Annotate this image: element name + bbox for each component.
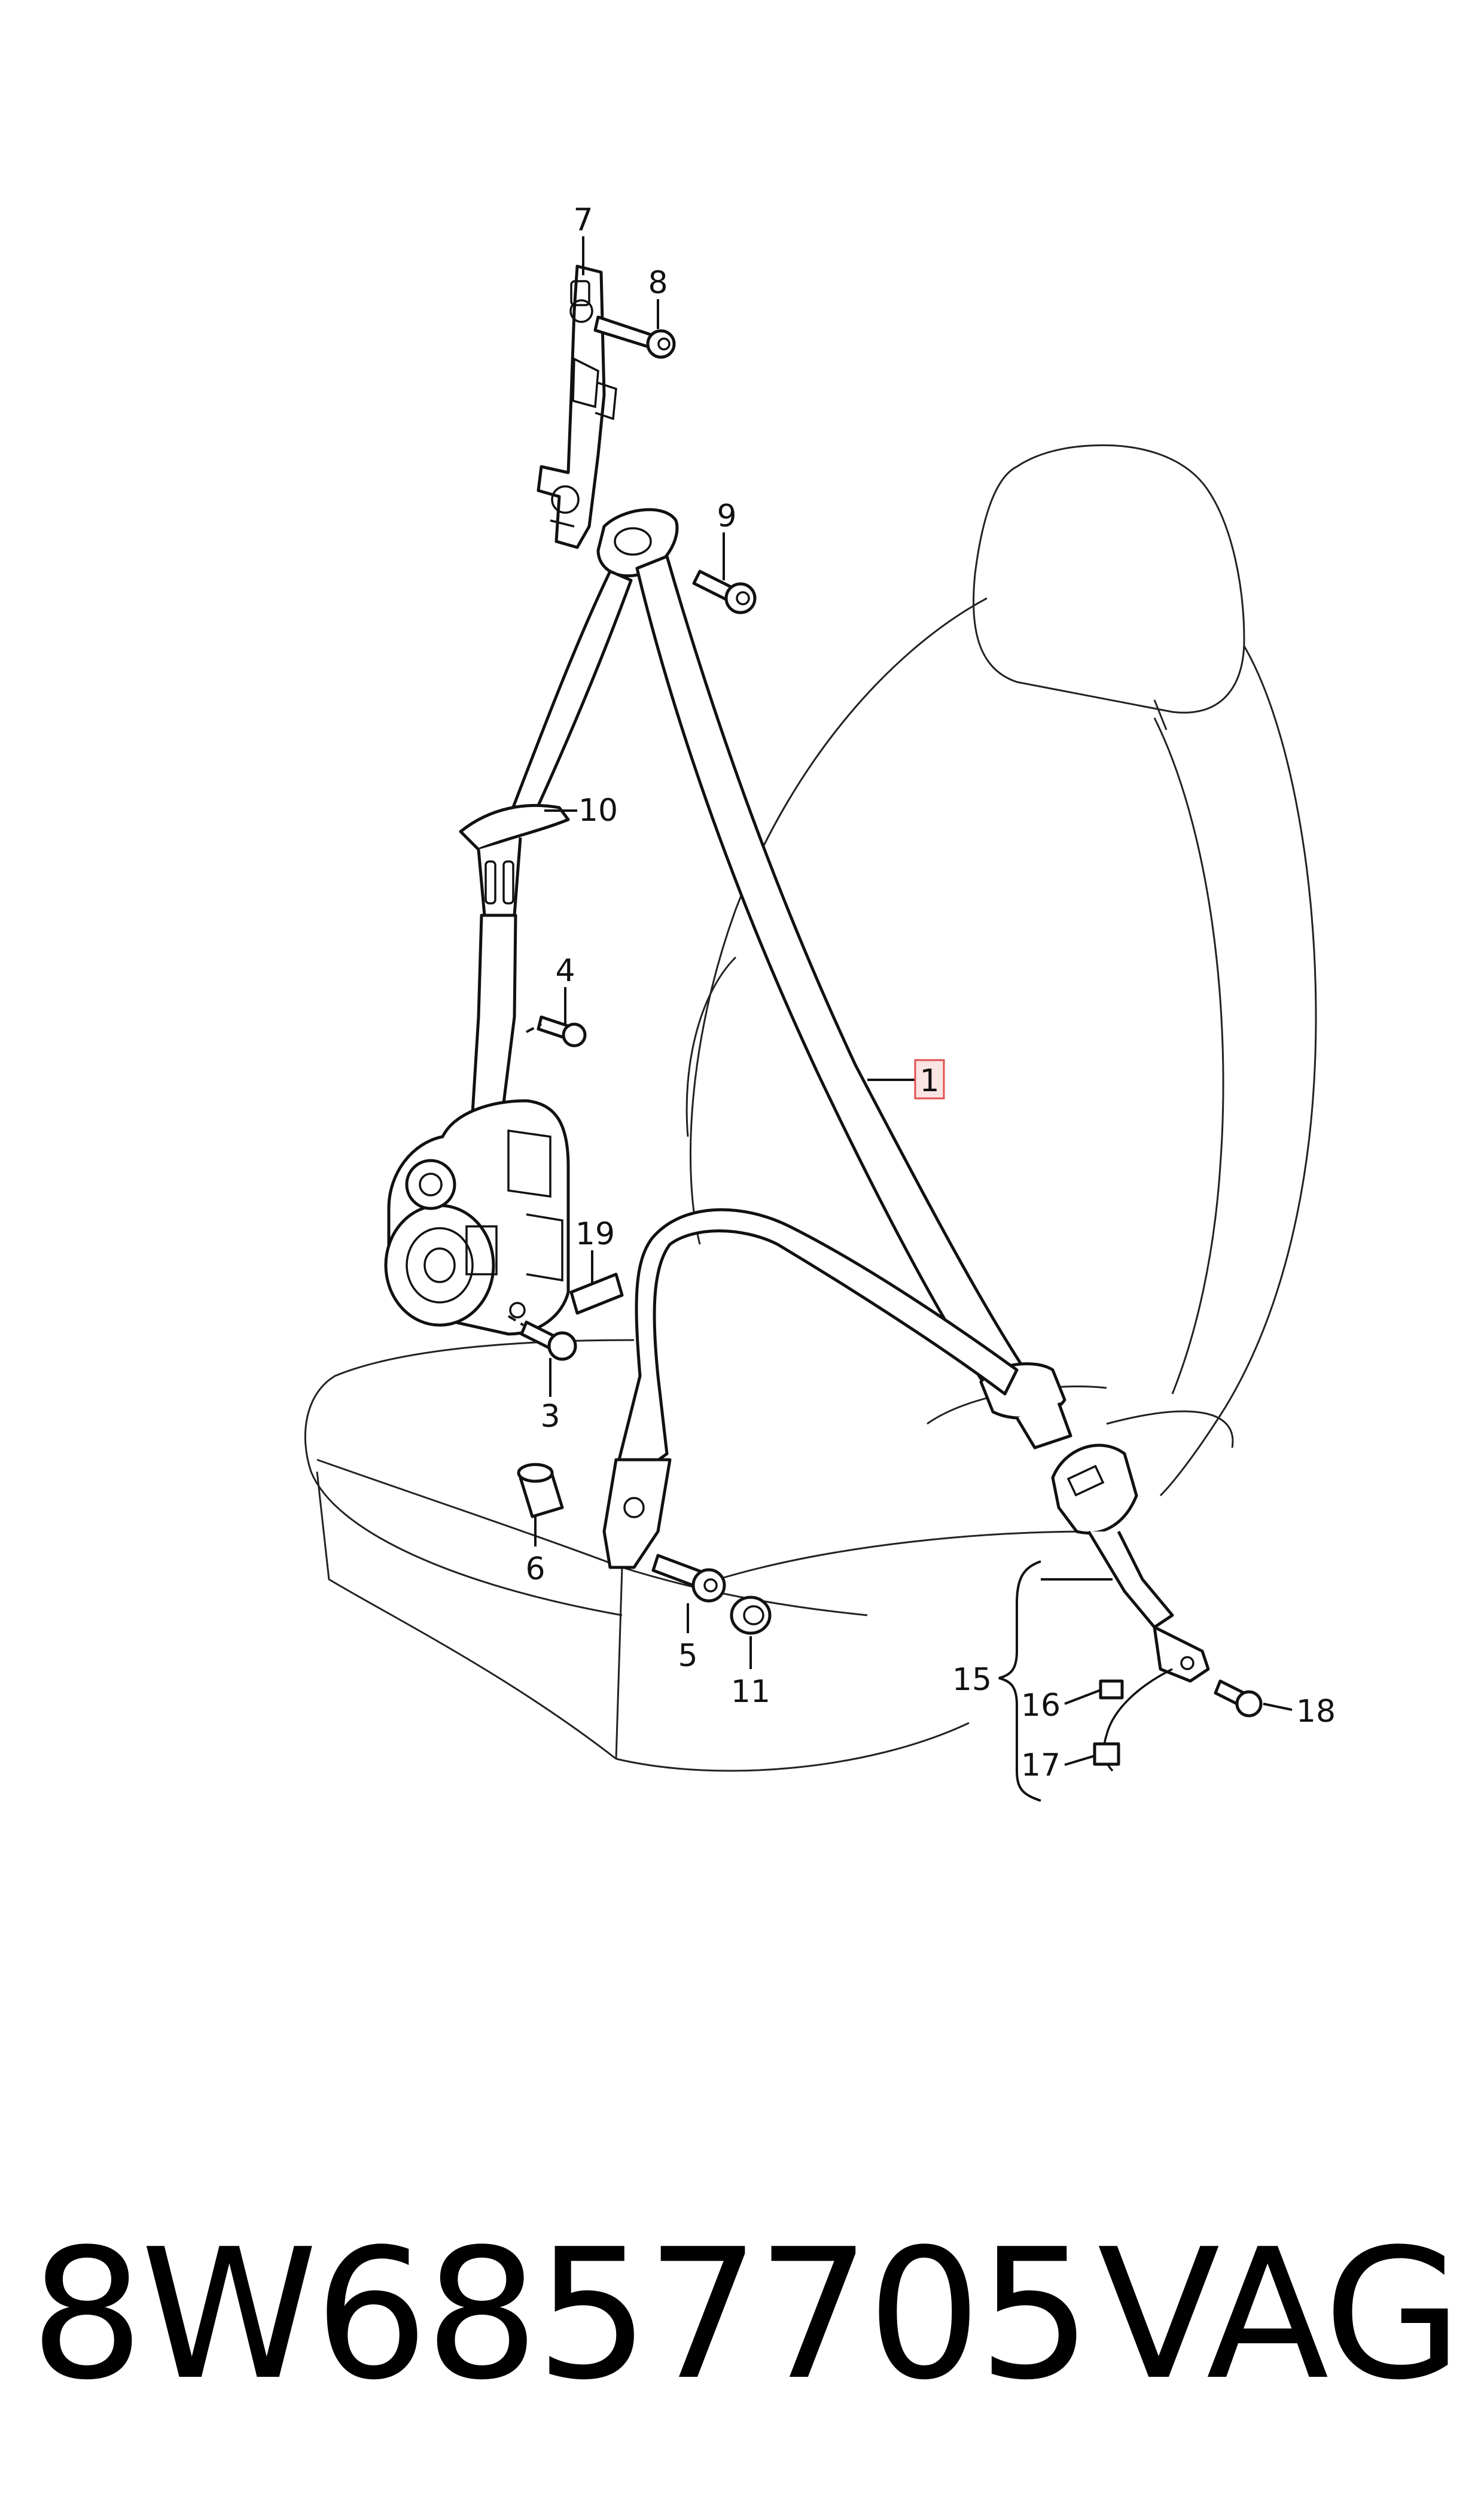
callout-17: 17 <box>1021 1747 1061 1783</box>
bolt-item-8 <box>593 315 676 359</box>
callout-18: 18 <box>1296 1694 1336 1730</box>
seat-outline <box>304 444 1317 1772</box>
part-number: 8W6857705 <box>30 2211 1092 2419</box>
bolt-item-3 <box>520 1320 577 1361</box>
bolt-item-18 <box>1214 1679 1263 1718</box>
height-adjuster-rail <box>537 264 617 549</box>
callout-4: 4 <box>555 953 575 989</box>
bolt-item-4 <box>537 1015 587 1048</box>
bolt-item-9 <box>692 570 757 614</box>
callout-6: 6 <box>525 1551 545 1587</box>
callout-15: 15 <box>952 1662 992 1698</box>
belt-webbing <box>459 508 1072 1569</box>
callout-5: 5 <box>678 1638 697 1674</box>
callout-3: 3 <box>540 1399 560 1435</box>
callout-19: 19 <box>575 1216 615 1252</box>
bolt-item-5 <box>651 1554 726 1603</box>
label-item-19 <box>569 1272 624 1315</box>
callout-9: 9 <box>717 498 736 534</box>
spacer-item-6 <box>517 1463 564 1518</box>
belt-retractor <box>384 1099 570 1336</box>
seat-belt-exploded-diagram: 1 3 4 5 6 7 8 9 10 11 15 16 17 18 19 <box>304 202 1336 1802</box>
nut-item-11 <box>730 1596 772 1635</box>
part-number-footer: 8W6857705 VAG <box>0 2190 1484 2441</box>
callout-11: 11 <box>731 1674 770 1710</box>
callout-1: 1 <box>919 1063 939 1099</box>
callout-8: 8 <box>648 265 668 301</box>
leader-lines <box>507 236 1293 1766</box>
callout-labels: 1 3 4 5 6 7 8 9 10 11 15 16 17 18 19 <box>525 202 1336 1783</box>
callout-10: 10 <box>578 793 618 829</box>
callout-16: 16 <box>1021 1688 1061 1724</box>
callout-1-highlight-box <box>914 1059 945 1100</box>
brand-name: VAG <box>1097 2211 1462 2419</box>
buckle-assembly <box>1051 1444 1210 1772</box>
callout-7: 7 <box>573 202 593 238</box>
bracket-item-15 <box>998 1560 1041 1802</box>
